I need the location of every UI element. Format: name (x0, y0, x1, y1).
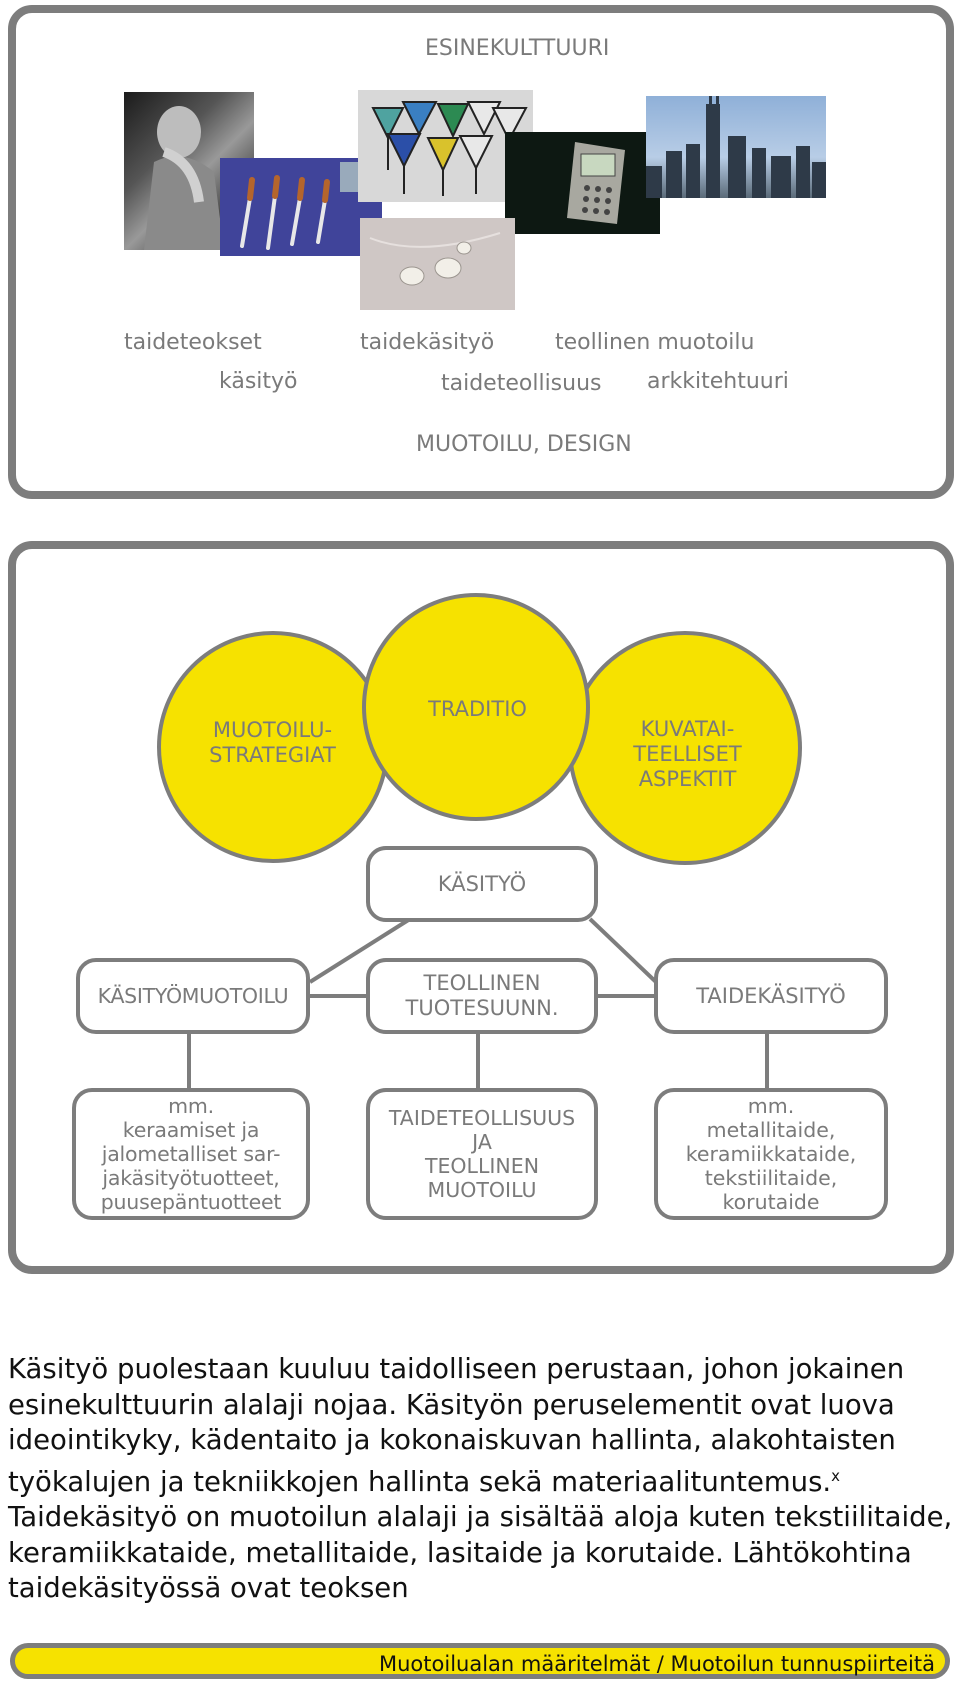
body-text-continued: Taidekäsityö on muotoilun alalaji ja sis… (8, 1501, 953, 1605)
box-taidekasityo-examples: mm. metallitaide, keramiikkataide, tekst… (654, 1088, 888, 1220)
jewelry-photo (360, 218, 515, 310)
circle-kuvataiteelliset (568, 631, 802, 865)
footer-text: Muotoilualan määritelmät / Muotoilun tun… (379, 1652, 935, 1676)
circle-right-text: KUVATAI- TEELLISET ASPEKTIT (633, 717, 742, 791)
label-kasityo: käsityö (219, 369, 298, 394)
circle-muotoilustrategiat (157, 631, 389, 863)
box-teollinen-tuotesuunn: TEOLLINEN TUOTESUUNN. (366, 958, 598, 1034)
label-teollinen-muotoilu: teollinen muotoilu (555, 330, 755, 355)
label-arkkitehtuuri: arkkitehtuuri (647, 369, 789, 394)
device-photo (505, 132, 660, 234)
esinekulttuuri-title: ESINEKULTTUURI (425, 36, 610, 61)
label-taidekasityo: taidekäsityö (360, 330, 495, 355)
box-taideteollisuus: TAIDETEOLLISUUS JA TEOLLINEN MUOTOILU (366, 1088, 598, 1220)
connector-lines (187, 917, 769, 1090)
label-muotoilu-design: MUOTOILU, DESIGN (416, 432, 632, 457)
body-superscript: x (831, 1466, 841, 1485)
box-kasityomuotoilu: KÄSITYÖMUOTOILU (76, 958, 310, 1034)
label-taideteollisuus: taideteollisuus (441, 371, 602, 396)
body-text-main: Käsityö puolestaan kuuluu taidolliseen p… (8, 1353, 905, 1498)
circle-left-text: MUOTOILU- STRATEGIAT (209, 718, 336, 767)
glasses-photo (358, 90, 533, 202)
circle-traditio (362, 593, 590, 821)
footer-bar (10, 1643, 950, 1679)
circle-center-text: TRADITIO (428, 697, 527, 721)
skyline-photo (646, 96, 826, 198)
box-taidekasityo: TAIDEKÄSITYÖ (654, 958, 888, 1034)
label-taideteokset: taideteokset (124, 330, 262, 355)
box-kasityomuotoilu-examples: mm. keraamiset ja jalometalliset sar- ja… (72, 1088, 310, 1220)
body-paragraph: Käsityö puolestaan kuuluu taidolliseen p… (8, 1352, 953, 1607)
box-kasityo: KÄSITYÖ (366, 846, 598, 922)
